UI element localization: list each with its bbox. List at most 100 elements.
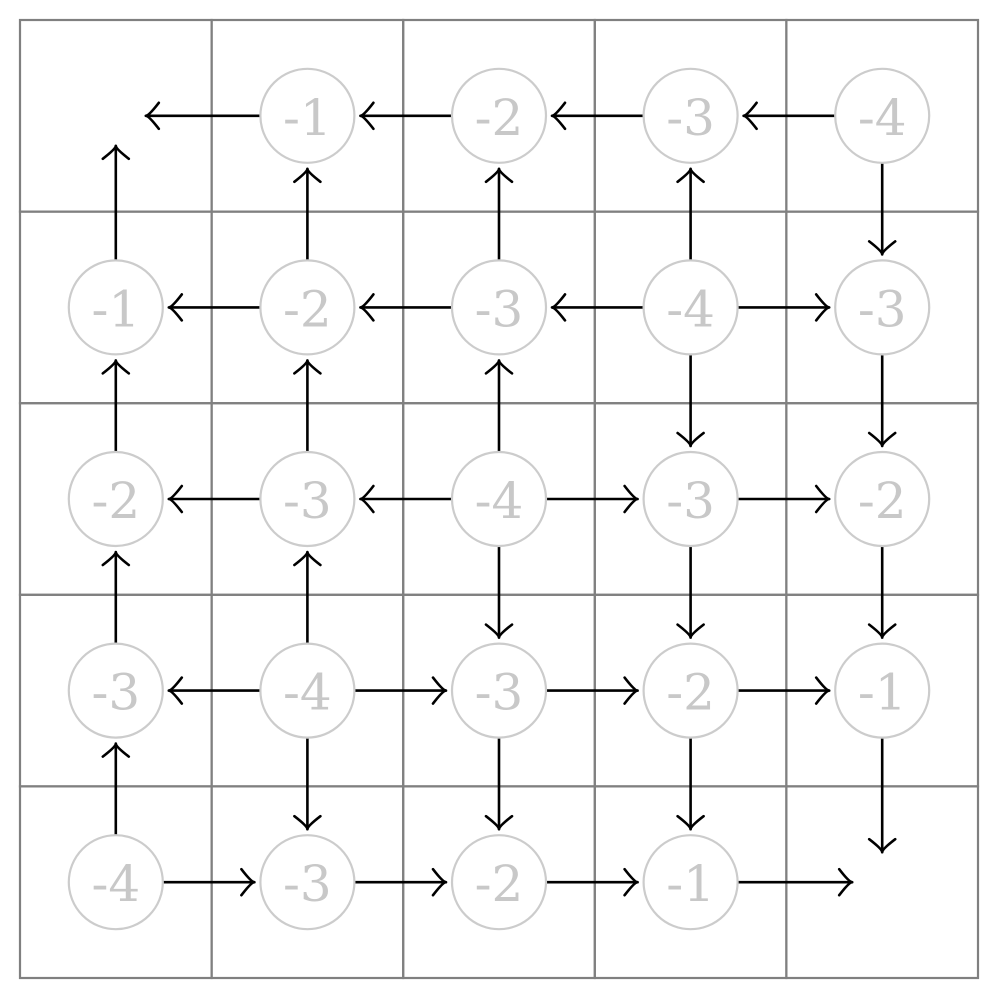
arrow-left-icon [742, 101, 836, 131]
arrow-head [101, 550, 131, 567]
state-circle [834, 259, 931, 356]
arrow-up-icon [293, 167, 322, 261]
state-circle [259, 834, 356, 931]
state-value: -1 [858, 664, 907, 722]
arrow-down-icon [484, 546, 514, 639]
arrow-left-icon [167, 484, 261, 514]
state-value: -2 [858, 472, 907, 530]
arrow-left-icon [550, 101, 644, 131]
state-node: -2 [450, 67, 548, 164]
state-node: -3 [450, 642, 548, 739]
arrow-down-icon [484, 737, 514, 831]
state-circle [450, 834, 548, 931]
state-value: -3 [858, 280, 907, 338]
arrow-right-icon [737, 676, 831, 705]
state-value: -4 [283, 664, 332, 722]
arrow-up-icon [293, 359, 322, 452]
arrow-left-icon [359, 101, 452, 131]
arrow-down-icon [867, 546, 897, 639]
state-circle [450, 642, 548, 739]
arrow-left-icon [550, 293, 644, 322]
arrow-up-icon [101, 550, 131, 644]
arrow-head [293, 167, 322, 184]
arrow-head [623, 676, 639, 705]
arrow-head [101, 742, 131, 758]
arrow-head [550, 101, 567, 131]
arrow-down-icon [293, 737, 322, 831]
arrow-head [431, 676, 448, 705]
state-circle [450, 450, 548, 548]
state-circle [67, 642, 164, 739]
state-node: -3 [642, 67, 739, 164]
arrow-head [867, 431, 897, 448]
arrow-left-icon [167, 293, 261, 322]
arrow-head [814, 484, 831, 514]
state-value: -4 [475, 472, 524, 530]
state-node: -4 [67, 834, 164, 931]
arrow-head [167, 293, 184, 322]
state-node: -4 [259, 642, 356, 739]
arrow-head [293, 550, 322, 567]
arrow-head [742, 101, 758, 131]
arrow-left-icon [144, 101, 261, 131]
arrow-head [837, 867, 854, 897]
arrow-head [623, 867, 639, 897]
arrow-right-icon [737, 867, 854, 897]
arrow-head [293, 359, 322, 375]
state-value: -3 [283, 855, 332, 913]
state-circle [642, 67, 739, 164]
state-value: -2 [91, 472, 140, 530]
state-circle [834, 642, 931, 739]
state-value: -2 [666, 664, 715, 722]
arrow-head [676, 431, 705, 448]
arrow-head [814, 293, 831, 322]
node-layer: -1-2-3-4-1-2-3-4-3-2-3-4-3-2-3-4-3-2-1-4… [67, 67, 931, 931]
arrow-head [484, 814, 514, 831]
state-node: -1 [259, 67, 356, 164]
state-value: -3 [666, 472, 715, 530]
arrow-right-icon [737, 293, 831, 322]
state-node: -2 [67, 450, 164, 548]
arrow-head [167, 484, 184, 514]
state-value: -1 [91, 280, 140, 338]
arrow-down-icon [867, 354, 897, 448]
state-node: -4 [450, 450, 548, 548]
arrow-head [240, 867, 256, 897]
state-node: -3 [259, 834, 356, 931]
arrow-head [359, 484, 375, 514]
arrow-head [676, 167, 705, 184]
state-node: -4 [642, 259, 739, 356]
state-node: -3 [259, 450, 356, 548]
arrow-down-icon [676, 546, 705, 639]
state-circle [834, 450, 931, 548]
arrow-head [484, 359, 514, 375]
arrow-left-icon [359, 293, 452, 322]
state-circle [67, 834, 164, 931]
arrow-head [867, 623, 897, 639]
state-node: -1 [67, 259, 164, 356]
state-value: -1 [283, 89, 332, 147]
arrow-head [144, 101, 161, 131]
arrow-down-icon [867, 162, 897, 256]
arrow-head [484, 167, 514, 184]
arrow-right-icon [737, 484, 831, 514]
arrow-head [167, 676, 184, 705]
state-node: -2 [450, 834, 548, 931]
arrow-up-icon [484, 167, 514, 261]
state-value: -2 [475, 855, 524, 913]
arrow-layer [101, 101, 897, 897]
arrow-right-icon [354, 867, 448, 897]
state-value: -2 [283, 280, 332, 338]
state-value: -3 [475, 664, 524, 722]
state-circle [642, 834, 739, 931]
arrow-right-icon [546, 867, 639, 897]
state-circle [67, 259, 164, 356]
arrow-down-icon [676, 354, 705, 448]
arrow-head [623, 484, 639, 514]
state-circle [642, 450, 739, 548]
state-value: -4 [666, 280, 715, 338]
state-circle [259, 450, 356, 548]
state-value: -3 [283, 472, 332, 530]
